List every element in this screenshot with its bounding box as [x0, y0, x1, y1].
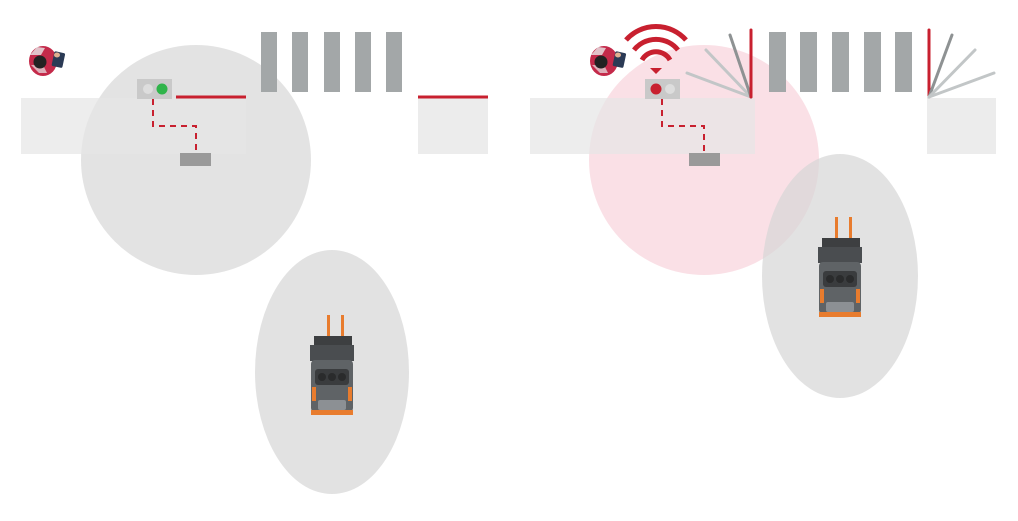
wireless-signal-icon	[624, 24, 688, 74]
gate-open-fan-right	[927, 28, 996, 99]
walkway-right	[927, 98, 996, 154]
worker-with-tablet-icon	[590, 46, 627, 76]
gate-open-fan-left	[685, 28, 753, 99]
controller-box	[180, 153, 211, 166]
walkway-left	[530, 98, 755, 154]
agv-forklift-icon	[818, 217, 862, 317]
walkway-left	[21, 98, 246, 154]
signal-wiring	[152, 99, 197, 153]
scene-agv-approaching	[530, 24, 996, 398]
scene-clear	[21, 32, 488, 494]
agv-forklift-icon	[310, 315, 354, 415]
signal-light-idle	[143, 84, 153, 94]
barrier-bars	[769, 32, 912, 92]
controller-box	[689, 153, 720, 166]
worker-with-tablet-icon	[29, 46, 66, 76]
walkway-right	[418, 98, 488, 154]
signal-light-go	[156, 83, 168, 95]
signal-light-idle	[665, 84, 675, 94]
barrier-bars	[261, 32, 402, 92]
signal-light-stop	[650, 83, 662, 95]
signal-wiring	[661, 99, 705, 153]
